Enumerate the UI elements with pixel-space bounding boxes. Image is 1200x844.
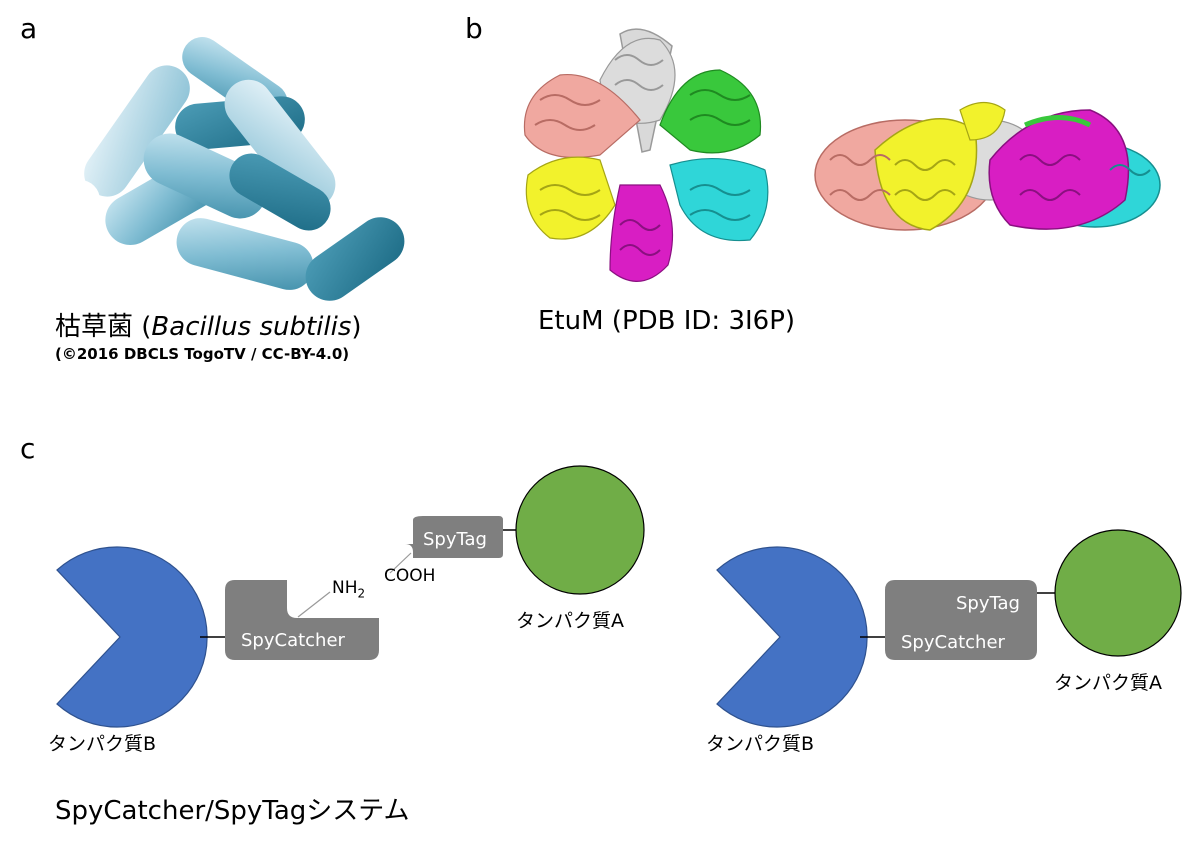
- spycatcher-block-left: [225, 580, 379, 660]
- spycatcher-system-after: [716, 529, 1182, 728]
- protein-a-label-left: タンパク質A: [516, 610, 624, 632]
- bacteria-illustration: [40, 37, 405, 301]
- protein-b-label-right: タンパク質B: [706, 733, 815, 755]
- protein-a-circle-left: [515, 465, 645, 595]
- protein-b-pacman-left: [56, 546, 208, 728]
- spytag-label-right: SpyTag: [956, 593, 1020, 614]
- protein-structure-top-view: [523, 28, 769, 282]
- protein-a-circle-right: [1054, 529, 1182, 657]
- nh2-label: NH2: [332, 578, 365, 600]
- protein-a-label-right: タンパク質A: [1054, 672, 1162, 694]
- image-credit: (©2016 DBCLS TogoTV / CC-BY-4.0): [55, 345, 350, 363]
- cooh-bond: [389, 552, 412, 574]
- spycatcher-label-left: SpyCatcher: [241, 630, 345, 651]
- nh2-text: NH: [332, 578, 358, 598]
- spycatcher-system-before: [56, 465, 645, 728]
- nh2-bond: [297, 591, 331, 618]
- protein-b-label-left: タンパク質B: [48, 733, 157, 755]
- caption-close: ): [351, 312, 362, 342]
- spytag-block-left: [405, 516, 503, 558]
- panel-letter-c: c: [20, 432, 36, 465]
- spytag-label-left: SpyTag: [423, 529, 487, 550]
- system-label: SpyCatcher/SpyTagシステム: [55, 796, 410, 826]
- spycatcher-spytag-complex: [885, 580, 1037, 660]
- nh2-subscript: 2: [357, 586, 366, 601]
- protein-structure-side-view: [814, 101, 1161, 231]
- spycatcher-label-right: SpyCatcher: [901, 632, 1005, 653]
- panel-letter-a: a: [20, 12, 38, 45]
- panel-letter-b: b: [465, 12, 483, 45]
- protein-caption: EtuM (PDB ID: 3I6P): [538, 306, 796, 336]
- protein-b-pacman-right: [716, 546, 868, 728]
- bacteria-caption: 枯草菌 (Bacillus subtilis): [55, 306, 362, 343]
- caption-jp: 枯草菌 (: [55, 312, 152, 342]
- caption-species: Bacillus subtilis: [151, 312, 352, 342]
- cooh-label: COOH: [384, 566, 436, 586]
